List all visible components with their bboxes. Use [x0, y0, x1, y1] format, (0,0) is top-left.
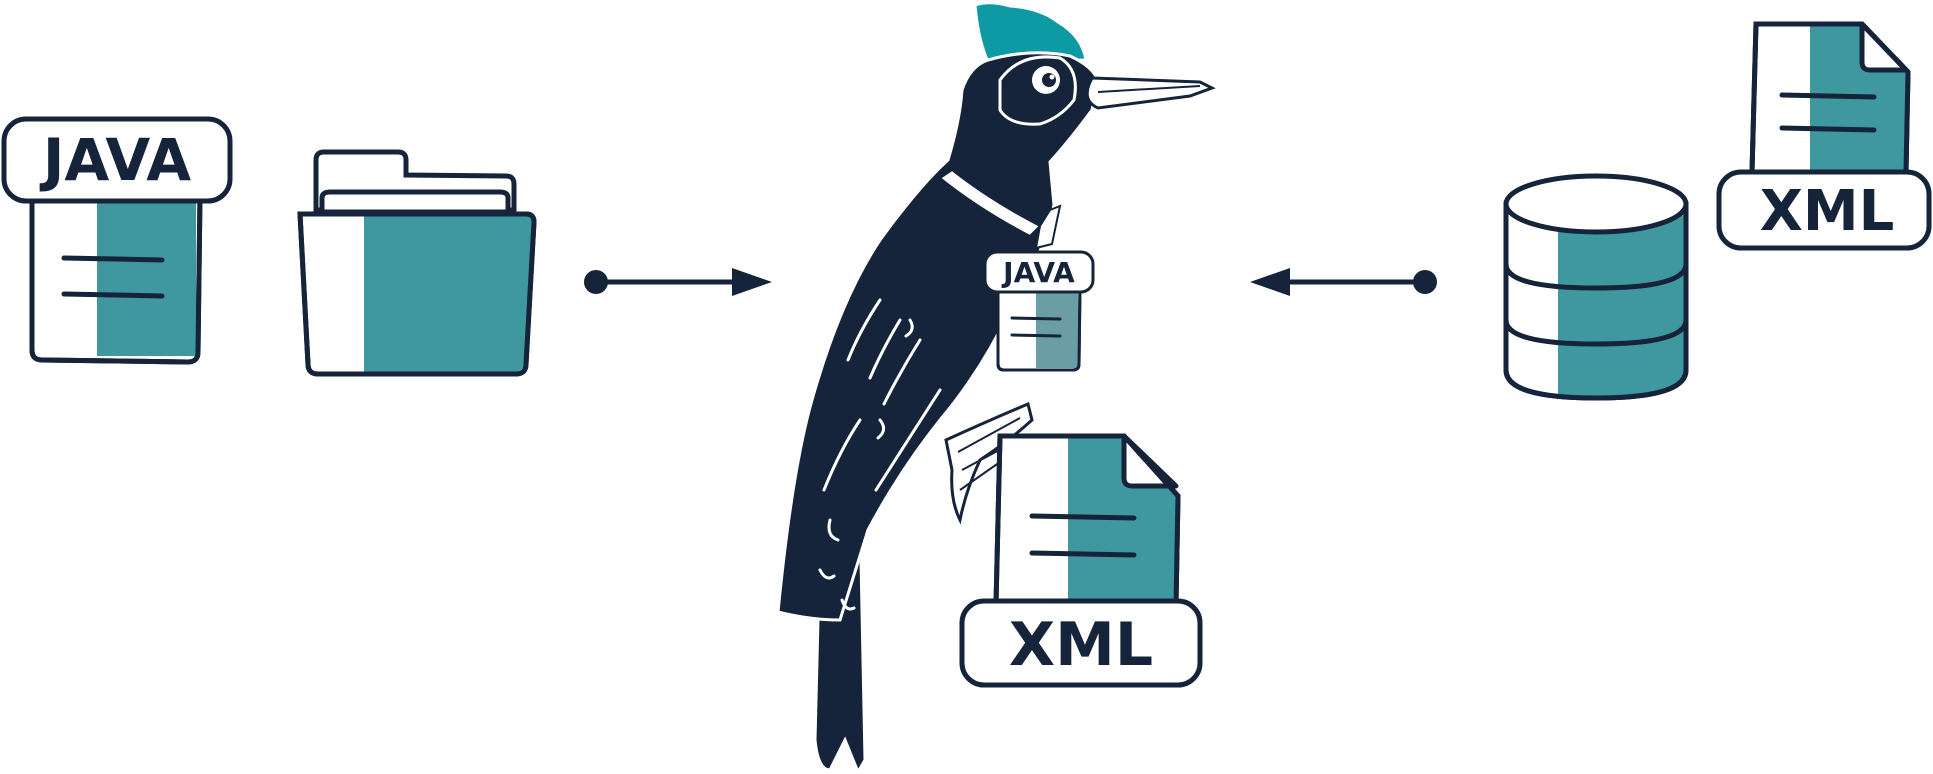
java-file-icon: JAVA	[1, 116, 233, 365]
xml-file-center-label: XML	[1009, 610, 1153, 680]
java-tag-icon: JAVA	[983, 250, 1095, 372]
xml-file-icon: XML	[1716, 21, 1932, 251]
java-tag-label: JAVA	[1001, 256, 1075, 289]
xml-file-right-label: XML	[1760, 179, 1895, 244]
java-file-label: JAVA	[39, 126, 191, 194]
arrow-right-icon	[584, 268, 772, 296]
folder-icon	[297, 149, 537, 377]
arrow-left-icon	[1250, 268, 1437, 296]
database-icon	[1503, 173, 1689, 401]
xml-file-icon: XML	[959, 433, 1203, 688]
woodpecker-icon	[776, 1, 1216, 774]
